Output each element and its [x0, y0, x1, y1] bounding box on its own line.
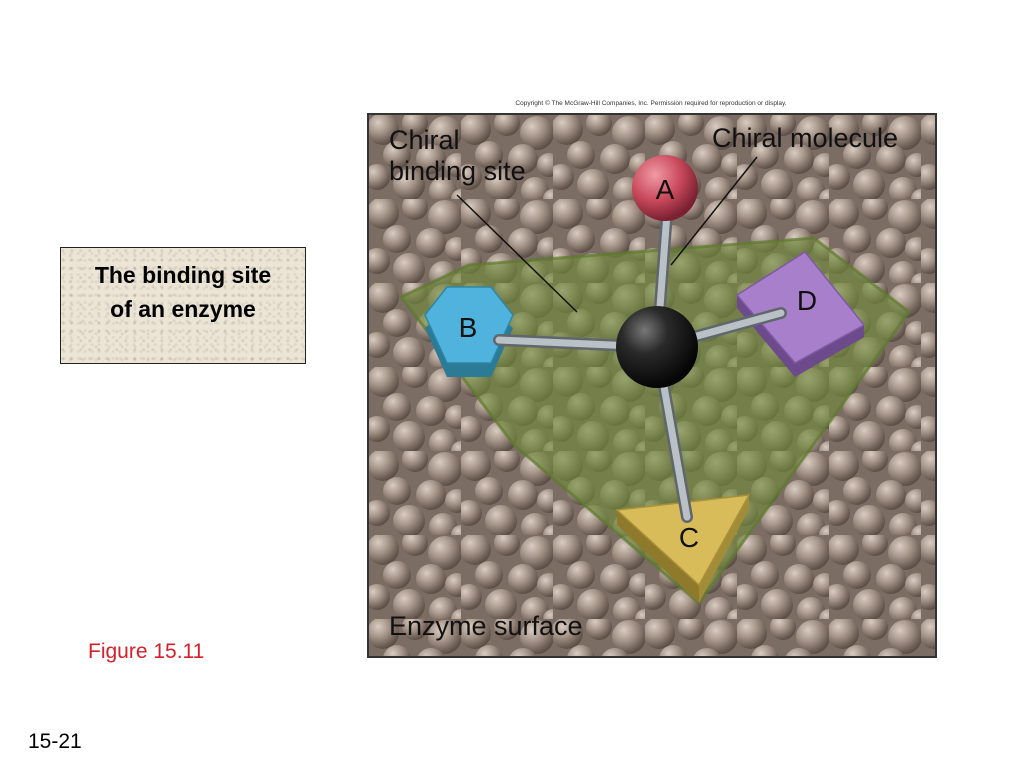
group-d-diamond: [735, 251, 866, 377]
group-b-hexagon: [424, 286, 514, 377]
group-d-letter: D: [797, 285, 817, 316]
enzyme-binding-diagram: A B D C Chiral binding site Chiral molec…: [367, 113, 937, 658]
label-enzyme-surface: Enzyme surface: [389, 611, 583, 641]
slide-number: 15-21: [28, 730, 82, 753]
binding-site-leader-line: [456, 194, 578, 313]
label-chiral-binding-site: Chiral binding site: [389, 125, 526, 186]
title-box: The binding site of an enzyme: [60, 247, 306, 364]
figure-label: Figure 15.11: [88, 640, 205, 663]
group-b-letter: B: [459, 312, 478, 343]
copyright-notice: Copyright © The McGraw-Hill Companies, I…: [515, 100, 787, 107]
group-c-triangle: [615, 494, 751, 603]
slide-title: The binding site of an enzyme: [94, 262, 272, 322]
group-c-letter: C: [679, 522, 699, 553]
group-a-letter: A: [656, 174, 675, 205]
group-a-atom: [632, 155, 698, 221]
chiral-molecule-leader-line: [670, 156, 758, 266]
label-chiral-molecule: Chiral molecule: [712, 123, 899, 153]
central-carbon-atom: [616, 306, 698, 388]
diagram-graphic: A B D C: [369, 115, 935, 656]
